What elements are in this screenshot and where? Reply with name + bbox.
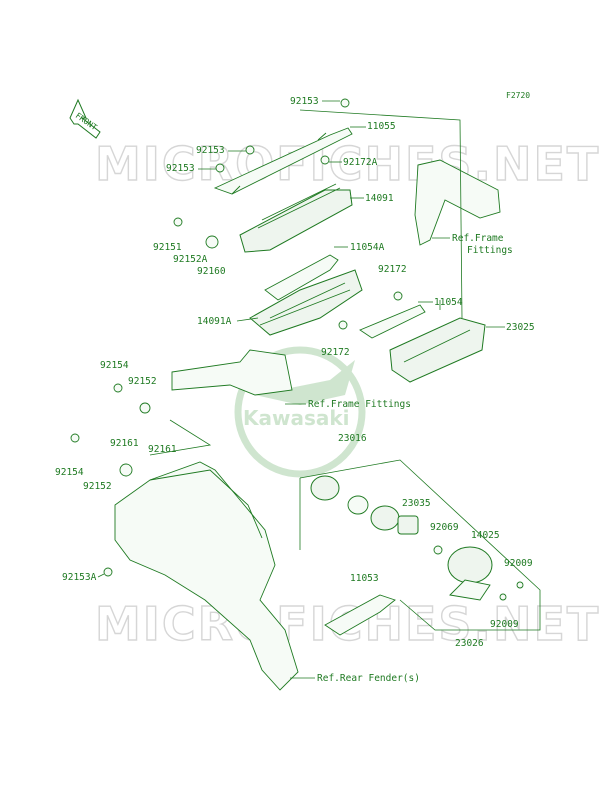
- rear-fender: [114, 461, 299, 691]
- group-lines: [149, 109, 541, 631]
- label-92153-a: 92153: [196, 145, 225, 156]
- label-11055: 11055: [367, 121, 396, 132]
- label-92154-a: 92154: [100, 360, 129, 371]
- label-23016: 23016: [338, 433, 367, 444]
- label-92161-b: 92161: [148, 444, 177, 455]
- label-92153-top: 92153: [290, 96, 319, 107]
- label-ref-frame-fittings-1: Ref.Frame: [452, 233, 504, 244]
- label-23035: 23035: [402, 498, 431, 509]
- label-92160: 92160: [197, 266, 226, 277]
- label-23026: 23026: [455, 638, 484, 649]
- label-92172: 92172: [378, 264, 407, 275]
- label-14025: 14025: [471, 530, 500, 541]
- bracket-11055: [213, 127, 353, 195]
- label-14091: 14091: [365, 193, 394, 204]
- frame-fitting-right: [414, 159, 501, 246]
- bracket-11054: [359, 304, 426, 339]
- housing-14091a: [249, 269, 363, 336]
- label-92152-a: 92152: [128, 376, 157, 387]
- kawasaki-logo: Kawasaki: [234, 346, 366, 478]
- figure-code: F2720: [506, 91, 530, 100]
- label-ref-frame-fittings-2: Ref.Frame Fittings: [308, 399, 411, 410]
- bracket-11054a: [264, 254, 339, 301]
- label-11054: 11054: [434, 297, 463, 308]
- front-arrow-icon: FRONT: [69, 98, 101, 139]
- callouts: 92153 11055 92153 92153 92172A 14091 921…: [55, 96, 535, 684]
- label-11053: 11053: [350, 573, 379, 584]
- label-92069: 92069: [430, 522, 459, 533]
- label-14091a: 14091A: [197, 316, 232, 327]
- label-92153a: 92153A: [62, 572, 97, 583]
- watermark-top: MICROFICHES.NET: [95, 137, 600, 191]
- label-ref-frame-fittings-1b: Fittings: [467, 245, 513, 256]
- bracket-11053: [324, 594, 396, 636]
- label-92153-b: 92153: [166, 163, 195, 174]
- label-92009-a: 92009: [504, 558, 533, 569]
- label-92161-a: 92161: [110, 438, 139, 449]
- svg-text:Kawasaki: Kawasaki: [243, 406, 350, 430]
- label-92152-b: 92152: [83, 481, 112, 492]
- bolts: [70, 98, 524, 601]
- taillight-23025: [389, 317, 486, 383]
- label-92009-b: 92009: [490, 619, 519, 630]
- label-11054a: 11054A: [350, 242, 385, 253]
- label-92172-b: 92172: [321, 347, 350, 358]
- label-92154-b: 92154: [55, 467, 84, 478]
- frame-fitting-center: [171, 349, 293, 396]
- label-23025: 23025: [506, 322, 535, 333]
- label-92172a: 92172A: [343, 157, 378, 168]
- label-92152a: 92152A: [173, 254, 208, 265]
- label-ref-rear-fender: Ref.Rear Fender(s): [317, 673, 420, 684]
- label-92151: 92151: [153, 242, 182, 253]
- signal-assembly: [310, 475, 493, 601]
- cover-14091: [239, 183, 353, 253]
